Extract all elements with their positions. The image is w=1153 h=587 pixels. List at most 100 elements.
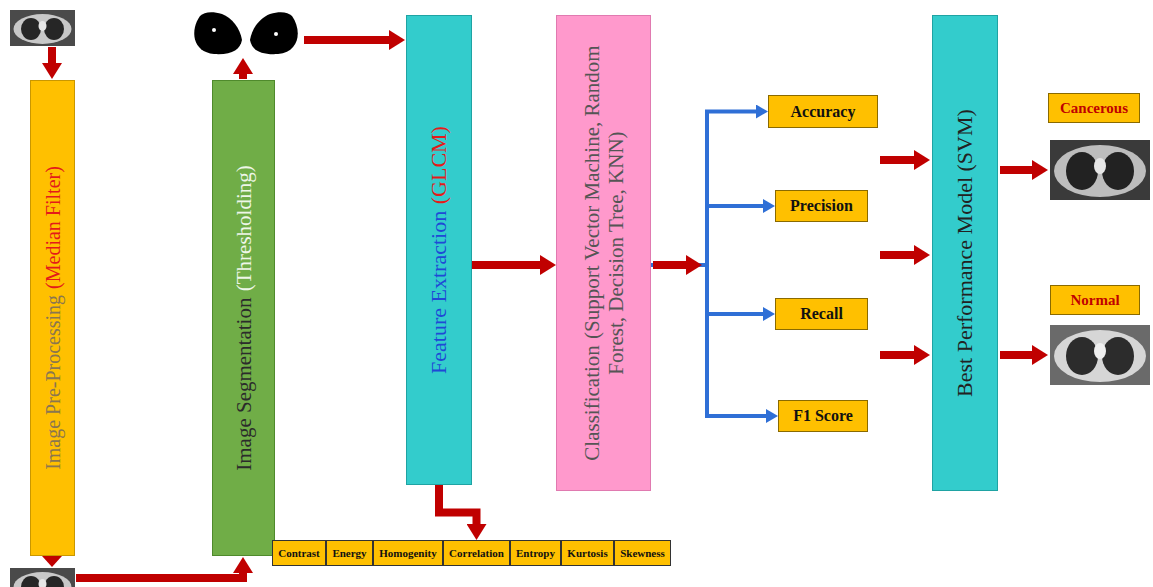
- segmented-lung-image: [250, 12, 298, 54]
- ct-image: [1066, 337, 1098, 375]
- ct-image: [1094, 343, 1106, 359]
- box-label: Correlation: [449, 547, 504, 559]
- text-holder: Classification(Support Vector Machine, R…: [579, 23, 627, 483]
- text-holder: Feature Extraction(GLCM): [426, 23, 451, 477]
- box-label: Image Segmentation: [231, 298, 255, 471]
- text-holder: Contrast: [273, 541, 325, 565]
- ct-image: [44, 18, 64, 40]
- flow-arrow: [880, 251, 914, 259]
- flow-arrow: [880, 351, 914, 359]
- text-holder: Normal: [1051, 286, 1139, 314]
- ct-image: [14, 572, 72, 587]
- text-holder: F1 Score: [779, 401, 867, 431]
- box-label: Entropy: [516, 547, 555, 559]
- ct-image: [1102, 337, 1134, 375]
- feature-cell: Skewness: [614, 540, 671, 566]
- feature-cell: Entropy: [510, 540, 561, 566]
- box-label: Precision: [790, 197, 853, 215]
- text-holder: Recall: [776, 299, 867, 329]
- ct-image: [10, 568, 75, 587]
- ct-image: [1050, 325, 1150, 385]
- feature-cell: Contrast: [272, 540, 326, 566]
- result-label: Normal: [1050, 285, 1140, 315]
- box-label: Skewness: [620, 547, 665, 559]
- feature-cell: Correlation: [443, 540, 510, 566]
- flow-arrow: [239, 74, 247, 79]
- ct-image: [1050, 325, 1150, 385]
- ct-image: [10, 568, 75, 587]
- segmented-lung-image: [274, 32, 278, 36]
- box-label: Accuracy: [791, 103, 856, 121]
- text-holder: Precision: [776, 191, 867, 221]
- flow-arrow: [1000, 351, 1032, 359]
- box-label: Classification: [579, 345, 603, 460]
- ct-image: [39, 579, 47, 587]
- ct-image: [39, 21, 47, 31]
- flow-arrow: [52, 40, 1032, 578]
- ct-image: [21, 576, 41, 587]
- box-label: Energy: [332, 547, 366, 559]
- feature-cell: Homogenity: [373, 540, 443, 566]
- segmented-lung-image: [190, 8, 302, 58]
- flow-arrow: [48, 47, 56, 63]
- metric-box: Accuracy: [768, 95, 878, 128]
- text-holder: Kurtosis: [562, 541, 613, 565]
- process-column: Image Pre-Processing(Median Filter): [30, 80, 75, 556]
- flow-arrow: [651, 206, 763, 265]
- flow-arrow-head: [42, 556, 62, 567]
- flow-arrow: [653, 261, 686, 269]
- feature-cell: Kurtosis: [561, 540, 614, 566]
- box-label: Best Performance Model (SVM): [952, 109, 977, 397]
- process-column: Image Segmentation (Thresholding): [212, 80, 275, 556]
- process-column: Feature Extraction(GLCM): [406, 15, 472, 485]
- process-column: Classification(Support Vector Machine, R…: [556, 15, 651, 491]
- text-holder: Skewness: [615, 541, 670, 565]
- flow-arrow: [880, 156, 914, 164]
- box-label: F1 Score: [793, 407, 853, 425]
- ct-image: [10, 10, 75, 46]
- ct-image: [1050, 140, 1150, 200]
- flow-arrow: [439, 485, 477, 524]
- ct-image: [1054, 145, 1146, 197]
- segmented-lung-image: [194, 12, 242, 54]
- text-holder: Image Pre-Processing(Median Filter): [41, 88, 64, 548]
- text-holder: Correlation: [444, 541, 509, 565]
- feature-cell: Energy: [326, 540, 373, 566]
- ct-image: [1102, 152, 1134, 190]
- ct-image: [1066, 152, 1098, 190]
- flow-arrow: [472, 261, 540, 269]
- box-sublabel: (Thresholding): [231, 165, 255, 291]
- text-holder: Entropy: [511, 541, 560, 565]
- flow-arrow: [651, 112, 756, 266]
- ct-image: [1094, 158, 1106, 174]
- box-label: Contrast: [278, 547, 320, 559]
- metric-box: Precision: [775, 190, 868, 222]
- ct-image: [10, 10, 75, 46]
- box-label: Cancerous: [1060, 100, 1128, 117]
- flow-arrow: [76, 573, 243, 578]
- box-sublabel: (Support Vector Machine, Random Forest, …: [579, 45, 627, 374]
- text-holder: Cancerous: [1049, 94, 1139, 122]
- box-label: Homogenity: [379, 547, 436, 559]
- result-label: Cancerous: [1048, 93, 1140, 123]
- box-label: Kurtosis: [567, 547, 607, 559]
- text-holder: Homogenity: [374, 541, 442, 565]
- segmented-lung-image: [190, 8, 302, 58]
- ct-image: [14, 14, 72, 44]
- model-column: Best Performance Model (SVM): [932, 15, 998, 491]
- ct-image: [1054, 330, 1146, 382]
- box-sublabel: (GLCM): [426, 126, 451, 204]
- metric-box: F1 Score: [778, 400, 868, 432]
- text-holder: Best Performance Model (SVM): [952, 23, 977, 483]
- box-label: Recall: [800, 305, 843, 323]
- flow-arrow: [651, 265, 766, 416]
- segmented-lung-image: [212, 28, 216, 32]
- ct-image: [1050, 140, 1150, 200]
- ct-image: [44, 576, 64, 587]
- ct-image: [21, 18, 41, 40]
- box-label: Normal: [1070, 292, 1119, 309]
- text-holder: Accuracy: [769, 96, 877, 127]
- text-holder: Image Segmentation (Thresholding): [231, 88, 255, 548]
- box-sublabel: (Median Filter): [41, 166, 63, 289]
- metric-box: Recall: [775, 298, 868, 330]
